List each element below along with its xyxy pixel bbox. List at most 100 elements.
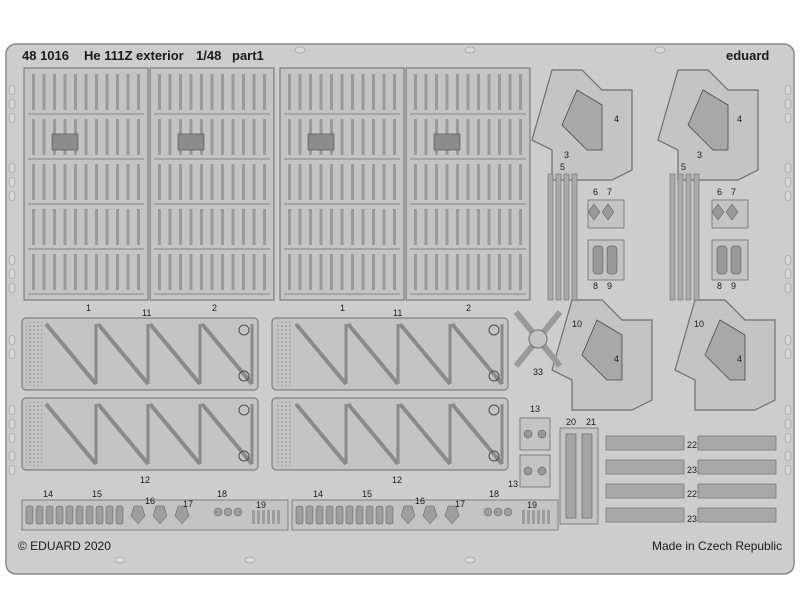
truss-hole	[238, 370, 250, 382]
panel-slot	[330, 74, 333, 110]
panel-slot	[361, 164, 365, 200]
panel-slot	[393, 74, 396, 110]
panel-slot	[445, 254, 449, 290]
rail-bar	[669, 173, 676, 301]
panel-slot	[252, 254, 256, 290]
edge-tab	[8, 162, 16, 174]
panel-slot	[242, 209, 245, 245]
panel-slot	[84, 164, 88, 200]
edge-tab	[8, 348, 16, 360]
panel-slot	[466, 119, 470, 155]
small-part	[35, 505, 44, 525]
panel-slot	[242, 164, 245, 200]
rail-bar	[547, 173, 554, 301]
part-label-21: 21	[586, 417, 596, 427]
panel-slot	[158, 254, 161, 290]
part-label-2b: 2	[466, 303, 471, 313]
small-part	[95, 505, 104, 525]
part-label-20: 20	[566, 417, 576, 427]
truss-strut	[200, 402, 254, 466]
panel-slot	[95, 254, 98, 290]
strip-parts-20-21	[559, 427, 599, 525]
panel-slot	[210, 209, 214, 245]
part-label-19b: 19	[527, 500, 537, 510]
panel-slot	[414, 254, 417, 290]
small-part	[325, 505, 334, 525]
small-part	[355, 505, 364, 525]
fitting-piece	[592, 245, 604, 275]
panel-slot	[231, 209, 235, 245]
panel-slot	[200, 74, 203, 110]
panel-slot	[424, 74, 428, 110]
small-part	[305, 505, 314, 525]
small-part	[25, 505, 34, 525]
panel-slot	[137, 119, 140, 155]
edge-tab	[784, 190, 792, 202]
small-part	[277, 510, 280, 524]
panel-slot	[116, 74, 119, 110]
bottom-small-parts	[21, 499, 559, 531]
upper-panels	[23, 67, 531, 301]
small-part	[444, 505, 460, 525]
edge-tab	[8, 254, 16, 266]
part-label-9b: 9	[731, 281, 736, 291]
truss-strut	[44, 322, 98, 386]
panel-slot	[309, 209, 312, 245]
truss-strut	[148, 322, 202, 386]
panel-slot	[351, 74, 354, 110]
edge-tab	[784, 464, 792, 476]
part-label-9a: 9	[607, 281, 612, 291]
panel-slot	[498, 74, 501, 110]
edge-tab	[8, 450, 16, 462]
edge-tab	[654, 46, 666, 54]
panel-slot	[477, 119, 480, 155]
panel-slot	[477, 254, 480, 290]
small-part	[252, 510, 255, 524]
panel-slot	[445, 164, 449, 200]
small-part	[542, 510, 545, 524]
part-label-4a: 4	[614, 114, 619, 124]
panel-slot	[309, 74, 312, 110]
part-label-6a: 6	[593, 187, 598, 197]
panel-slot	[435, 74, 438, 110]
panel-slot	[435, 254, 438, 290]
kit-part: part1	[232, 48, 264, 63]
truss-strut	[148, 402, 202, 466]
panel-slot	[242, 74, 245, 110]
panel-slot	[84, 254, 88, 290]
edge-tab	[8, 282, 16, 294]
edge-tab	[784, 450, 792, 462]
panel-slot	[63, 209, 67, 245]
panel-slot	[42, 254, 46, 290]
small-part	[45, 505, 54, 525]
edge-tab	[8, 432, 16, 444]
panel-slot	[340, 74, 344, 110]
edge-tab	[784, 418, 792, 430]
panel-slot	[105, 119, 109, 155]
small-part	[262, 510, 265, 524]
panel-slot	[189, 74, 193, 110]
panel-slot	[477, 209, 480, 245]
origin-text: Made in Czech Republic	[652, 539, 782, 553]
panel-slot	[116, 119, 119, 155]
panel-slot	[105, 74, 109, 110]
part-label-17b: 17	[455, 499, 465, 509]
fitting-piece	[606, 245, 618, 275]
part-label-16b: 16	[415, 496, 425, 506]
panel-slot	[298, 254, 302, 290]
panel-slot	[126, 254, 130, 290]
edge-tab	[464, 556, 476, 564]
panel-slot	[382, 209, 386, 245]
panel-slot	[200, 254, 203, 290]
edge-tab	[8, 112, 16, 124]
panel-slot	[231, 254, 235, 290]
edge-tab	[784, 432, 792, 444]
brand-logo: eduard	[726, 48, 769, 63]
part-label-7b: 7	[731, 187, 736, 197]
truss-panel	[271, 397, 509, 471]
part-label-16a: 16	[145, 496, 155, 506]
edge-tab	[784, 404, 792, 416]
panel-slot	[288, 209, 291, 245]
hinge-piece	[523, 429, 533, 439]
